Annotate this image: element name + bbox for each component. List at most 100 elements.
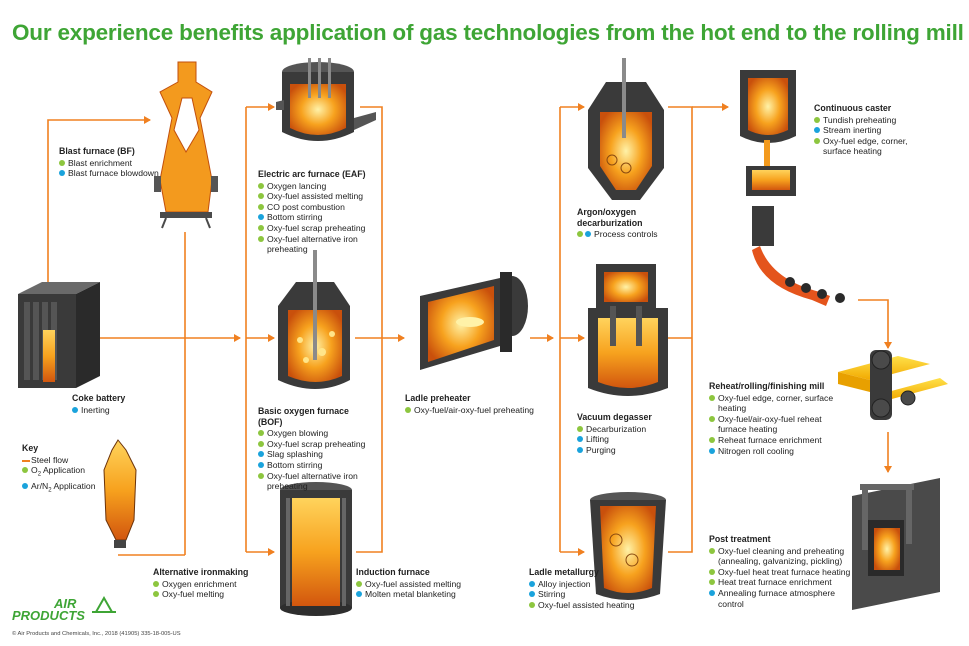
list-item: Decarburization — [577, 424, 677, 435]
list-item: Oxy-fuel alternative iron preheating — [258, 471, 368, 492]
list-item: Oxy-fuel edge, corner, surface heating — [814, 136, 914, 157]
eaf-block: Electric arc furnace (EAF) Oxygen lancin… — [258, 169, 368, 255]
list-item: Oxy-fuel edge, corner, surface heating — [709, 393, 849, 414]
list-item: Oxy-fuel scrap preheating — [258, 223, 368, 234]
list-item: Bottom stirring — [258, 212, 368, 223]
list-item: Tundish preheating — [814, 115, 914, 126]
list-item: Stream inerting — [814, 125, 914, 136]
eaf-heading: Electric arc furnace (EAF) — [258, 169, 368, 180]
o2-dot-icon — [258, 225, 264, 231]
ar-n2-dot-icon — [577, 436, 583, 442]
bof-heading: Basic oxygen furnace (BOF) — [258, 406, 368, 427]
rolling-mill-heading: Reheat/rolling/finishing mill — [709, 381, 849, 392]
copyright: © Air Products and Chemicals, Inc., 2018… — [12, 631, 181, 637]
aod-block: Argon/oxygen decarburization Process con… — [577, 207, 697, 240]
ar-n2-dot-icon — [258, 462, 264, 468]
ar-n2-dot-icon — [529, 581, 535, 587]
o2-dot-icon — [405, 407, 411, 413]
list-item: Oxy-fuel assisted melting — [356, 579, 466, 590]
bof-block: Basic oxygen furnace (BOF) Oxygen blowin… — [258, 406, 368, 492]
list-item: Stirring — [529, 589, 649, 600]
air-products-logo-mark — [92, 598, 116, 612]
induction-furnace-heading: Induction furnace — [356, 567, 466, 578]
continuous-caster-heading: Continuous caster — [814, 103, 914, 114]
o2-dot-icon — [258, 430, 264, 436]
coke-battery-heading: Coke battery — [72, 393, 152, 404]
ladle-preheater-block: Ladle preheater Oxy-fuel/air-oxy-fuel pr… — [405, 393, 545, 415]
o2-dot-icon — [258, 236, 264, 242]
list-item: Oxy-fuel melting — [153, 589, 263, 600]
ar-n2-dot-icon — [356, 591, 362, 597]
o2-dot-icon — [814, 117, 820, 123]
continuous-caster-block: Continuous caster Tundish preheating Str… — [814, 103, 914, 157]
list-item: Oxy-fuel scrap preheating — [258, 439, 368, 450]
list-item: Oxygen enrichment — [153, 579, 263, 590]
list-item: Oxy-fuel assisted melting — [258, 191, 368, 202]
steel-flow-line-icon — [22, 460, 30, 462]
list-item: Bottom stirring — [258, 460, 368, 471]
ar-n2-dot-icon — [258, 214, 264, 220]
list-item: Nitrogen roll cooling — [709, 446, 849, 457]
eaf-illustration — [276, 58, 376, 141]
coke-battery-block: Coke battery Inerting — [72, 393, 152, 415]
list-item: Alloy injection — [529, 579, 649, 590]
list-item: CO post combustion — [258, 202, 368, 213]
o2-dot-icon — [577, 231, 583, 237]
ar-n2-dot-icon — [22, 483, 28, 489]
ar-n2-dot-icon — [585, 231, 591, 237]
list-item: Lifting — [577, 434, 677, 445]
list-item: Purging — [577, 445, 677, 456]
list-item: Inerting — [72, 405, 152, 416]
logo-line2: PRODUCTS — [12, 610, 85, 622]
induction-furnace-illustration — [280, 482, 352, 616]
vacuum-degasser-illustration — [588, 264, 668, 396]
aod-illustration — [588, 58, 664, 200]
blast-furnace-heading: Blast furnace (BF) — [59, 146, 159, 157]
list-item: Oxy-fuel/air-oxy-fuel preheating — [405, 405, 545, 416]
post-treatment-block: Post treatment Oxy-fuel cleaning and pre… — [709, 534, 853, 609]
bof-illustration — [278, 250, 350, 389]
post-treatment-illustration — [852, 478, 940, 610]
ar-n2-dot-icon — [72, 407, 78, 413]
list-item: Reheat furnace enrichment — [709, 435, 849, 446]
o2-dot-icon — [709, 569, 715, 575]
list-item: Oxygen blowing — [258, 428, 368, 439]
ar-n2-dot-icon — [814, 127, 820, 133]
o2-dot-icon — [814, 138, 820, 144]
list-item: Molten metal blanketing — [356, 589, 466, 600]
ar-n2-dot-icon — [258, 451, 264, 457]
induction-furnace-block: Induction furnace Oxy-fuel assisted melt… — [356, 567, 466, 600]
o2-dot-icon — [258, 183, 264, 189]
legend-item-ar-n2: Ar/N2 Application — [22, 481, 122, 496]
legend-item-o2: O2 Application — [22, 465, 122, 480]
o2-dot-icon — [709, 548, 715, 554]
o2-dot-icon — [258, 473, 264, 479]
legend-item-steel-flow: Steel flow — [22, 455, 122, 466]
ar-n2-dot-icon — [529, 591, 535, 597]
o2-dot-icon — [709, 579, 715, 585]
o2-dot-icon — [22, 467, 28, 473]
list-item: Blast enrichment — [59, 158, 159, 169]
list-item: Oxy-fuel heat treat furnace heating — [709, 567, 853, 578]
aod-heading: Argon/oxygen decarburization — [577, 207, 697, 228]
coke-battery-illustration — [18, 282, 100, 388]
o2-dot-icon — [709, 437, 715, 443]
rolling-mill-block: Reheat/rolling/finishing mill Oxy-fuel e… — [709, 381, 849, 456]
legend-key: Key Steel flow O2 Application Ar/N2 Appl… — [22, 443, 122, 496]
ladle-metallurgy-heading: Ladle metallurgy — [529, 567, 649, 578]
ladle-preheater-illustration — [420, 272, 528, 370]
ladle-metallurgy-block: Ladle metallurgy Alloy injection Stirrin… — [529, 567, 649, 610]
o2-dot-icon — [153, 581, 159, 587]
list-item: Oxy-fuel alternative iron preheating — [258, 234, 368, 255]
vacuum-degasser-heading: Vacuum degasser — [577, 412, 677, 423]
list-item: Oxygen lancing — [258, 181, 368, 192]
ar-n2-dot-icon — [709, 590, 715, 596]
list-item: Heat treat furnace enrichment — [709, 577, 853, 588]
o2-dot-icon — [59, 160, 65, 166]
o2-dot-icon — [153, 591, 159, 597]
o2-dot-icon — [529, 602, 535, 608]
alternative-ironmaking-block: Alternative ironmaking Oxygen enrichment… — [153, 567, 263, 600]
blast-furnace-block: Blast furnace (BF) Blast enrichment Blas… — [59, 146, 159, 179]
list-item: Slag splashing — [258, 449, 368, 460]
list-item: Annealing furnace atmosphere control — [709, 588, 853, 609]
